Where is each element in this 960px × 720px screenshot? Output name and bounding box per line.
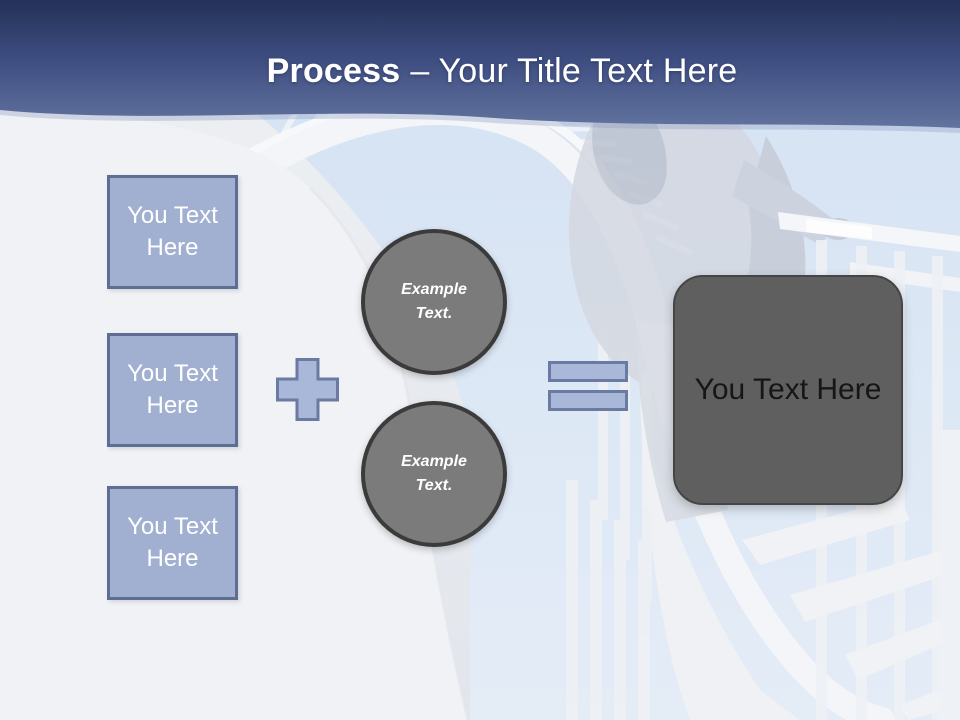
equals-icon (548, 361, 628, 419)
input-box-label: You Text Here (127, 202, 218, 261)
process-input-box-1[interactable]: You Text Here (107, 175, 238, 289)
title-bold: Process (266, 52, 401, 90)
plus-icon (276, 358, 339, 421)
slide-title[interactable]: Process– Your Title Text Here (0, 52, 960, 91)
input-box-label: You Text Here (127, 360, 218, 419)
header-wave (0, 0, 960, 128)
stair-column (640, 400, 800, 720)
result-box-label: You Text Here (694, 373, 882, 406)
railing-balusters-mid (566, 330, 652, 720)
example-circle-label: Example Text. (401, 281, 467, 322)
result-box[interactable]: You Text Here (673, 275, 903, 505)
process-input-box-3[interactable]: You Text Here (107, 486, 238, 600)
example-circle-2[interactable]: Example Text. (361, 401, 507, 547)
equals-bar-bottom (548, 390, 628, 411)
title-bar (0, 0, 960, 133)
process-input-box-2[interactable]: You Text Here (107, 333, 238, 447)
title-rest: – Your Title Text Here (410, 52, 738, 90)
equals-bar-top (548, 361, 628, 382)
stair-steps (742, 430, 960, 720)
example-circle-label: Example Text. (401, 453, 467, 494)
example-circle-1[interactable]: Example Text. (361, 229, 507, 375)
input-box-label: You Text Here (127, 513, 218, 572)
